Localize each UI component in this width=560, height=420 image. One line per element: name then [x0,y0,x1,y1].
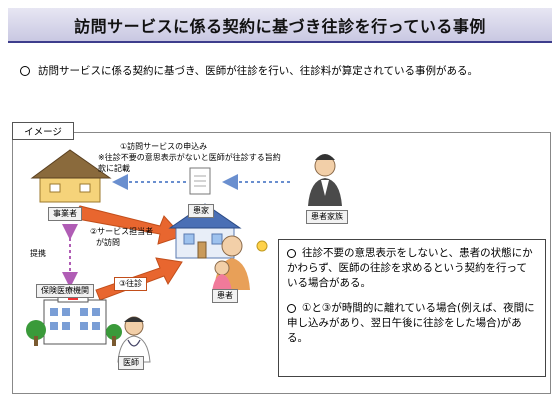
doctor-label: 医師 [118,356,144,370]
step1-title: ①訪問サービスの申込み [120,142,208,151]
hospital-label: 保険医療機関 [36,284,94,298]
hospital-building-icon [26,291,122,346]
notes-callout: 往診不要の意思表示をしないと、患者の状態にかかわらず、医師の往診を求めるという契… [278,239,546,377]
callout-point-1-text: 往診不要の意思表示をしないと、患者の状態にかかわらず、医師の往診を求めるという契… [287,247,533,289]
callout-point-2: ①と③が時間的に離れている場合(例えば、夜間に申し込みがあり、翌日午後に往診をし… [287,301,537,346]
family-person-icon [308,154,342,206]
business-house-icon [30,149,112,203]
callout-point-2-text: ①と③が時間的に離れている場合(例えば、夜間に申し込みがあり、翌日午後に往診をし… [287,302,535,344]
callout-point-1: 往診不要の意思表示をしないと、患者の状態にかかわらず、医師の往診を求めるという契… [287,246,537,291]
step1-note-line1: ※往診不要の意思表示がないと医師が往診する旨約 [98,153,281,162]
document-icon [189,167,211,195]
diagram-frame [12,132,551,394]
bullet-circle-icon [287,248,296,258]
summary-line: 訪問サービスに係る契約に基づき、医師が往診を行い、往診料が算定されている事例があ… [38,65,478,77]
teikei-label: 提携 [30,249,46,258]
family-label: 患者家族 [306,210,348,224]
title-banner: 訪問サービスに係る契約に基づき往診を行っている事例 [8,8,552,43]
summary-text: 訪問サービスに係る契約に基づき、医師が往診を行い、往診料が算定されている事例があ… [20,63,478,78]
step2-line2: が訪問 [96,238,120,247]
step3-label: ③往診 [114,277,148,291]
business-label: 事業者 [48,207,82,221]
patient-label: 患者 [212,289,238,303]
service-visit-arrow [71,205,183,245]
doctor-icon [117,316,151,363]
patient-home-label: 患家 [188,204,214,218]
step1-note-line2: 款に記載 [98,164,130,173]
bullet-circle-icon [20,66,30,76]
step2-line1: ②サービス担当者 [90,227,154,236]
image-label: イメージ [12,122,74,140]
bullet-circle-icon [287,303,296,313]
patient-icon [212,235,268,292]
page-title: 訪問サービスに係る契約に基づき往診を行っている事例 [74,16,486,36]
